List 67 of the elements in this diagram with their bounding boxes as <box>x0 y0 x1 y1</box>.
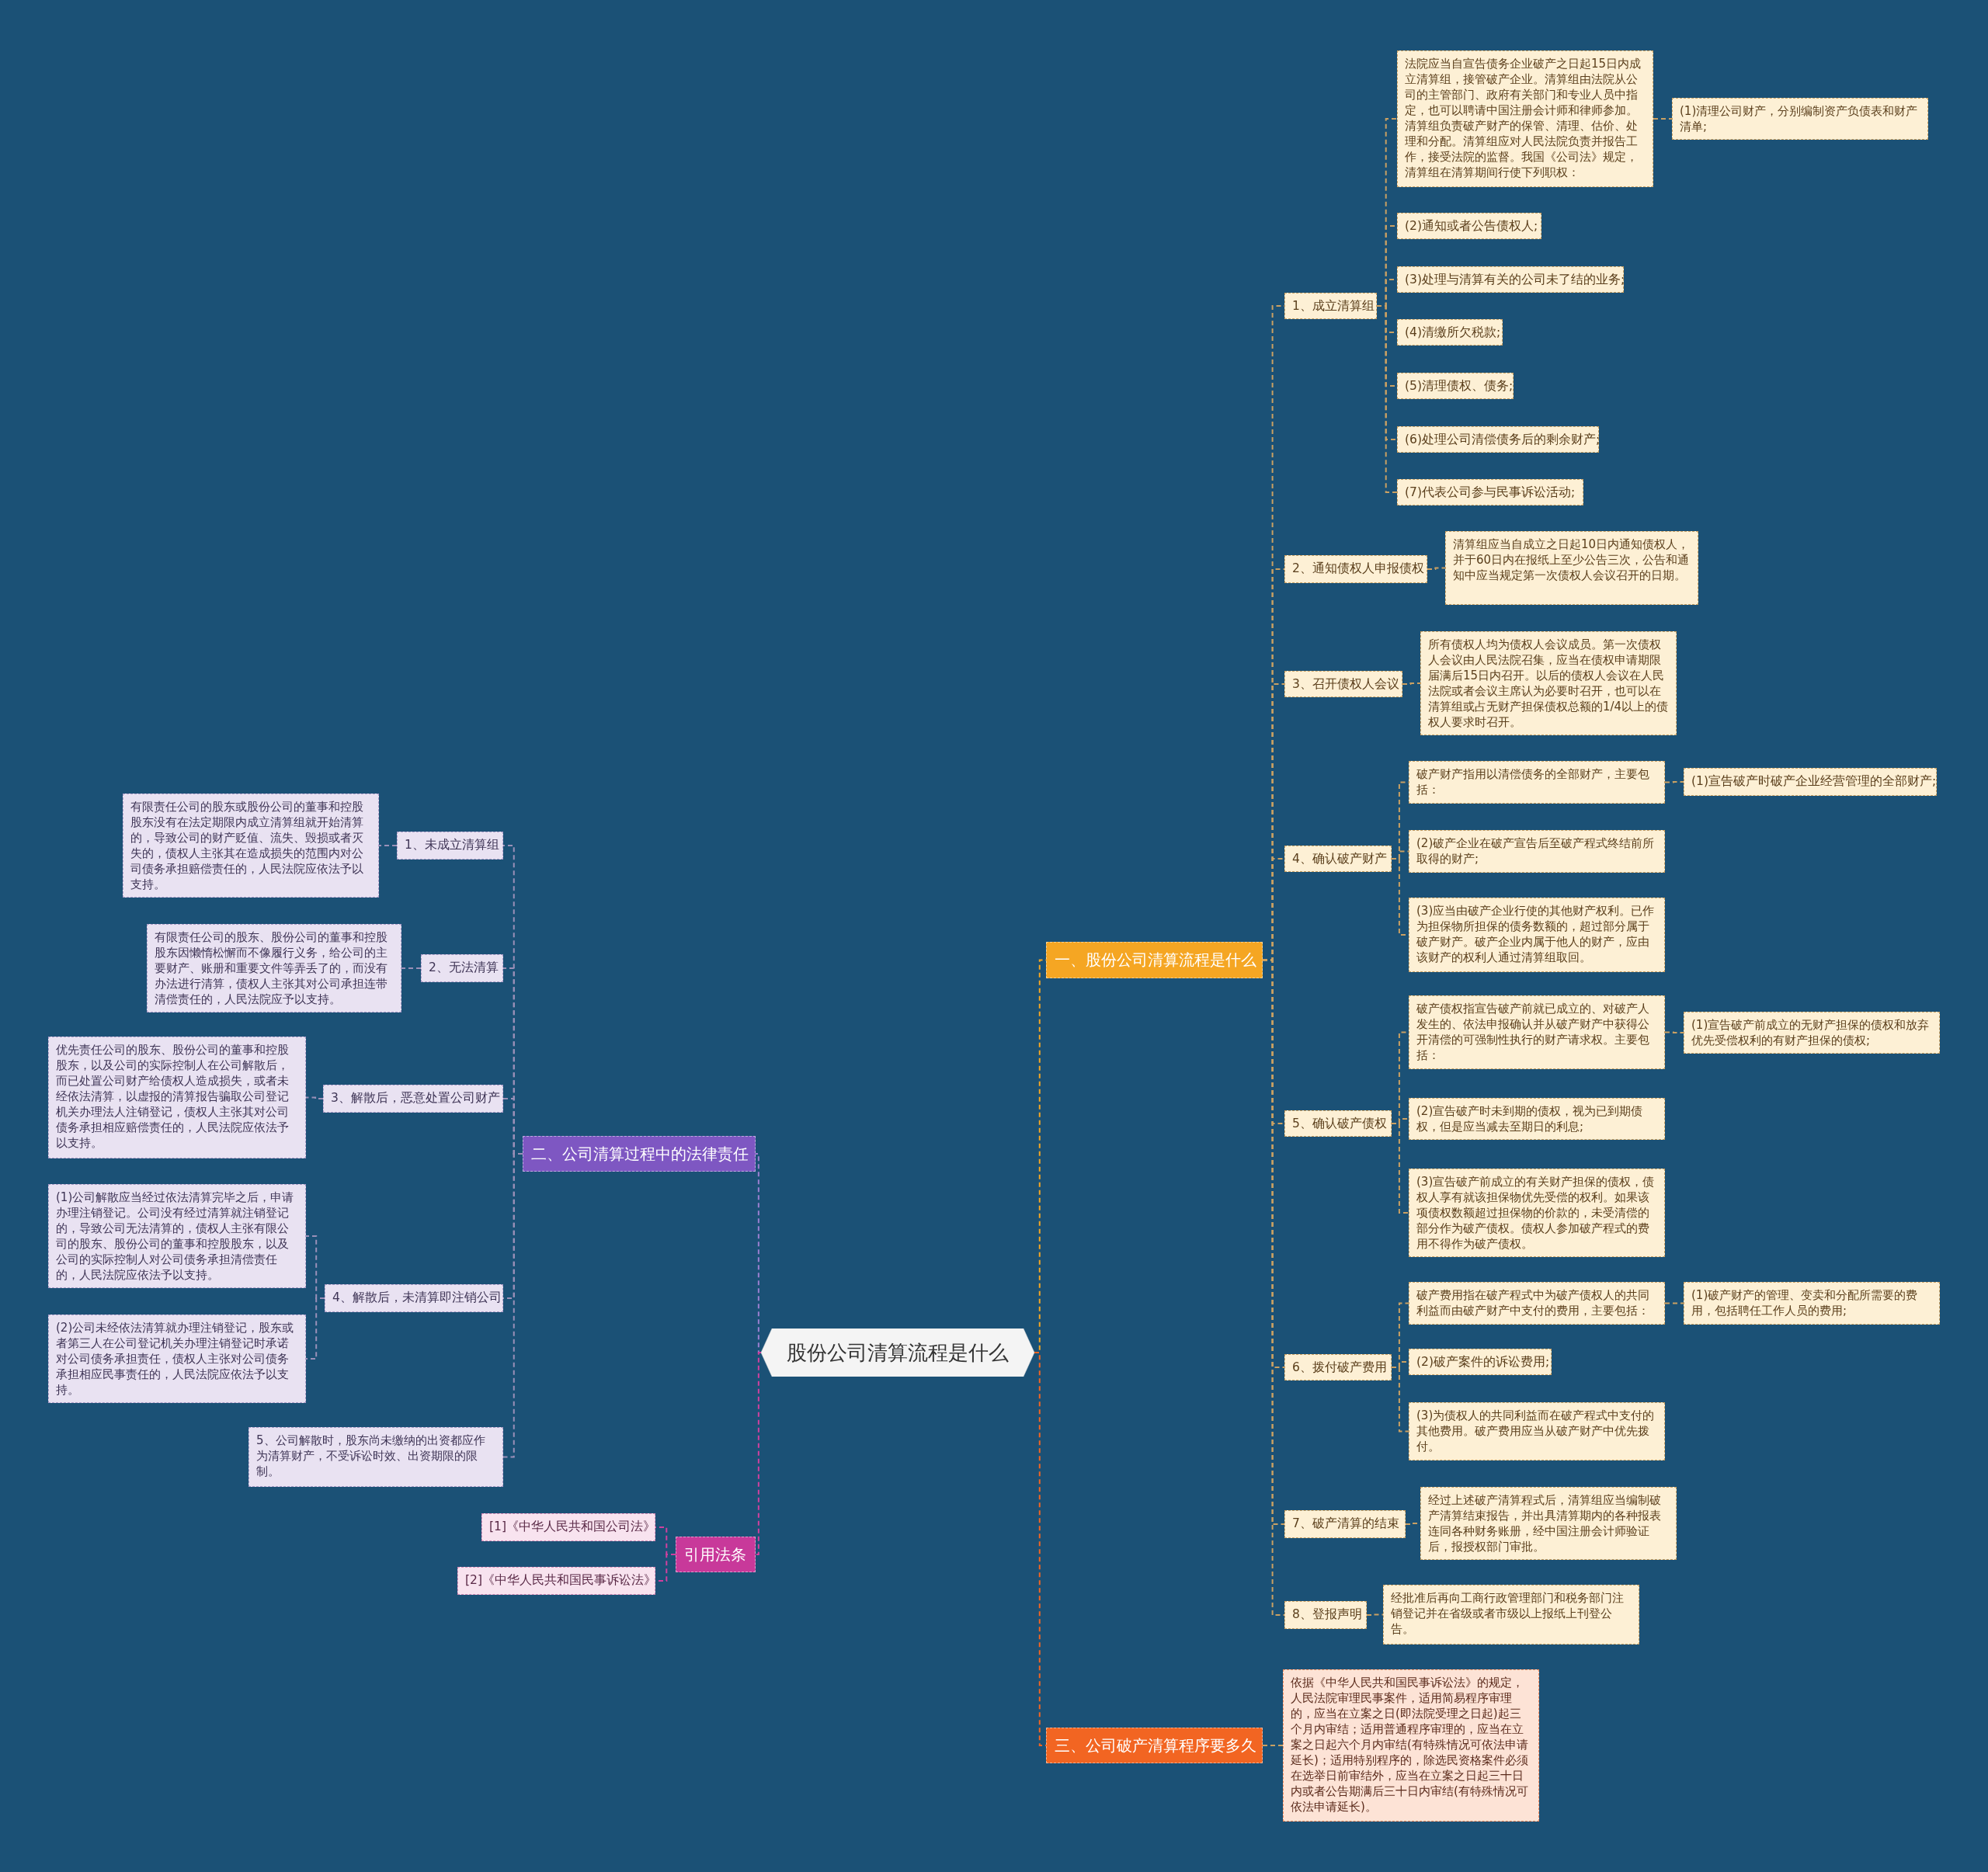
connector <box>1262 1745 1284 1746</box>
subtopic-box: (3)处理与清算有关的公司未了结的业务; <box>1397 266 1624 293</box>
subtopic-box: 2、通知债权人申报债权 <box>1284 555 1427 583</box>
central-topic: 股份公司清算流程是什么 <box>761 1328 1034 1377</box>
connector <box>1664 1302 1684 1304</box>
connector <box>1664 781 1684 783</box>
connector <box>305 1297 325 1360</box>
connector <box>1664 1031 1684 1033</box>
subtopic-box: 1、成立清算组 <box>1284 293 1377 319</box>
connector <box>305 1096 324 1099</box>
detail-box: (1)宣告破产前成立的无财产担保的债权和放弃优先受偿权利的有财产担保的债权; <box>1684 1012 1940 1054</box>
detail-box: (3)宣告破产前成立的有关财产担保的债权，债权人享有就该担保物优先受偿的权利。如果该项债权数额超过担保物的价款的，未受清偿的部分作为破产债权。债权人参加破产程式的费用不得作为破产债权。 <box>1409 1169 1665 1257</box>
reference-box: [1]《中华人民共和国公司法》 <box>481 1513 655 1541</box>
branch-topic: 引用法条 <box>676 1537 756 1572</box>
connector <box>755 1352 762 1555</box>
detail-box: 破产费用指在破产程式中为破产债权人的共同利益而由破产财产中支付的费用，主要包括： <box>1409 1282 1665 1325</box>
detail-box: 破产债权指宣告破产前就已成立的、对破产人发生的、依法申报确认并从破产财产中获得公开清偿的可强制性执行的财产请求权。主要包括： <box>1409 995 1665 1069</box>
detail-box: (1)公司解散应当经过依法清算完毕之后，申请办理注销登记。公司没有经过清算就注销登记的，导致公司无法清算的，债权人主张有限公司的股东、股份公司的董事和控股股东，以及公司的实际控制人对公司债务承担清偿责任的，人民法院应依法予以支持。 <box>48 1184 306 1288</box>
subtopic-box: 4、确认破产财产 <box>1284 846 1392 872</box>
connector <box>1653 118 1673 120</box>
subtopic-box: 3、解散后，恶意处置公司财产 <box>323 1085 503 1113</box>
connector <box>755 1153 762 1353</box>
connector <box>1391 1367 1409 1433</box>
detail-box: 经批准后再向工商行政管理部门和税务部门注销登记并在省级或者市级以上报纸上刊登公告。 <box>1383 1585 1639 1645</box>
subtopic-box: (5)清理债权、债务; <box>1397 373 1514 399</box>
subtopic-box: 3、召开债权人会议 <box>1284 671 1402 697</box>
detail-box: (1)破产财产的管理、变卖和分配所需要的费用，包括聘任工作人员的费用; <box>1684 1282 1940 1325</box>
connector <box>401 967 422 969</box>
detail-box: (2)宣告破产时未到期的债权，视为已到期债权，但是应当减去至期日的利息; <box>1409 1098 1665 1140</box>
subtopic-box: 4、解散后，未清算即注销公司 <box>325 1284 503 1312</box>
subtopic-box: 6、拨付破产费用 <box>1284 1354 1392 1381</box>
subtopic-box: (7)代表公司参与民事诉讼活动; <box>1397 479 1583 505</box>
detail-box: (3)应当由破产企业行使的其他财产权利。已作为担保物所担保的债务数额的，超过部分属于破产财产。破产企业内属于他人的财产，应由该财产的权利人通过清算组取回。 <box>1409 898 1665 972</box>
detail-box: 有限责任公司的股东或股份公司的董事和控股股东没有在法定期限内成立清算组就开始清算的，导致公司的财产贬值、流失、毁损或者灭失的，债权人主张其在造成损失的范围内对公司债务承担赔偿责任的，人民法院应依法予以支持。 <box>123 794 379 898</box>
reference-box: [2]《中华人民共和国民事诉讼法》 <box>457 1567 655 1595</box>
branch-topic: 二、公司清算过程中的法律责任 <box>523 1136 756 1172</box>
subtopic-box: (6)处理公司清偿债务后的剩余财产; <box>1397 426 1599 453</box>
detail-box: 依据《中华人民共和国民事诉讼法》的规定，人民法院审理民事案件，适用简易程序审理的，应当在立案之日(即法院受理之日起)起三个月内审结；适用普通程序审理的，应当在立案之日起六个月内审结(有特殊情况可依法申请延长)；适用特别程序的，除选民资格案件必须在选举日前审结外，应当在立案之日起三十日内或者公告期满后三十日内审结(有特殊情况可依法申请延长)。 <box>1283 1669 1539 1822</box>
detail-box: (2)公司未经依法清算就办理注销登记，股东或者第三人在公司登记机关办理注销登记时承诺对公司债务承担责任，债权人主张对公司债务承担相应民事责任的，人民法院应依法予以支持。 <box>48 1315 306 1403</box>
connector <box>378 845 398 846</box>
detail-box: (2)破产企业在破产宣告后至破产程式终结前所取得的财产; <box>1409 830 1665 873</box>
subtopic-box: (2)破产案件的诉讼费用; <box>1409 1349 1552 1375</box>
subtopic-box: (1)宣告破产时破产企业经营管理的全部财产; <box>1684 768 1937 796</box>
subtopic-box: 2、无法清算 <box>421 954 503 982</box>
subtopic-box: 5、确认破产债权 <box>1284 1110 1392 1137</box>
connector <box>1391 1123 1409 1214</box>
connector <box>1402 682 1421 685</box>
branch-topic: 一、股份公司清算流程是什么 <box>1046 942 1263 978</box>
detail-box: 所有债权人均为债权人会议成员。第一次债权人会议由人民法院召集，应当在债权申请期限届满后15日内召开。以后的债权人会议在人民法院或者会议主席认为必要时召开，也可以在清算组或占无财产担保债权总额的1/4以上的债权人要求时召开。 <box>1420 631 1677 735</box>
subtopic-box: 1、未成立清算组 <box>397 832 503 860</box>
detail-box: 优先责任公司的股东、股份公司的董事和控股股东，以及公司的实际控制人在公司解散后，而已处置公司财产给债权人造成损失，或者未经依法清算，以虚报的清算报告骗取公司登记机关办理法人注销登记，债权人主张其对公司债务承担相应赔偿责任的，人民法院应依法予以支持。 <box>48 1037 306 1158</box>
detail-box: 有限责任公司的股东、股份公司的董事和控股股东因懒惰松懈而不像履行义务，给公司的主要财产、账册和重要文件等弄丢了的，而没有办法进行清算，债权人主张其对公司承担连带清偿责任的，人民法院应予以支持。 <box>147 924 401 1012</box>
connector <box>1366 1613 1384 1616</box>
detail-box: (1)清理公司财产，分别编制资产负债表和财产清单; <box>1672 98 1928 140</box>
detail-box: 法院应当自宣告债务企业破产之日起15日内成立清算组，接管破产企业。清算组由法院从公司的主管部门、政府有关部门和专业人员中指定，也可以聘请中国注册会计师和律师参加。清算组负责破产财产的保管、清理、估价、处理和分配。清算组应对人民法院负责并报告工作，接受法院的监督。我国《公司法》规定，清算组在清算期间行使下列职权： <box>1397 50 1653 187</box>
detail-box: 清算组应当自成立之日起10日内通知债权人，并于60日内在报纸上至少公告三次，公告和通知中应当规定第一次债权人会议召开的日期。 <box>1445 531 1698 605</box>
branch-topic: 三、公司破产清算程序要多久 <box>1046 1728 1263 1763</box>
subtopic-box: (4)清缴所欠税款; <box>1397 319 1503 346</box>
detail-box: 破产财产指用以清偿债务的全部财产，主要包括： <box>1409 761 1665 804</box>
connector <box>1376 305 1398 493</box>
detail-box: (3)为债权人的共同利益而在破产程式中支付的其他费用。破产费用应当从破产财产中优先拨付。 <box>1409 1402 1665 1460</box>
connector <box>1427 567 1446 570</box>
detail-box: 经过上述破产清算程式后，清算组应当编制破产清算结束报告，并出具清算期内的各种报表连同各种财务账册，经中国注册会计师验证后，报授权部门审批。 <box>1420 1487 1677 1560</box>
subtopic-box: 7、破产清算的结束 <box>1284 1510 1406 1538</box>
detail-box: 5、公司解散时，股东尚未缴纳的出资都应作为清算财产，不受诉讼时效、出资期限的限制。 <box>248 1427 503 1487</box>
subtopic-box: (2)通知或者公告债权人; <box>1397 213 1541 239</box>
subtopic-box: 8、登报声明 <box>1284 1601 1367 1629</box>
